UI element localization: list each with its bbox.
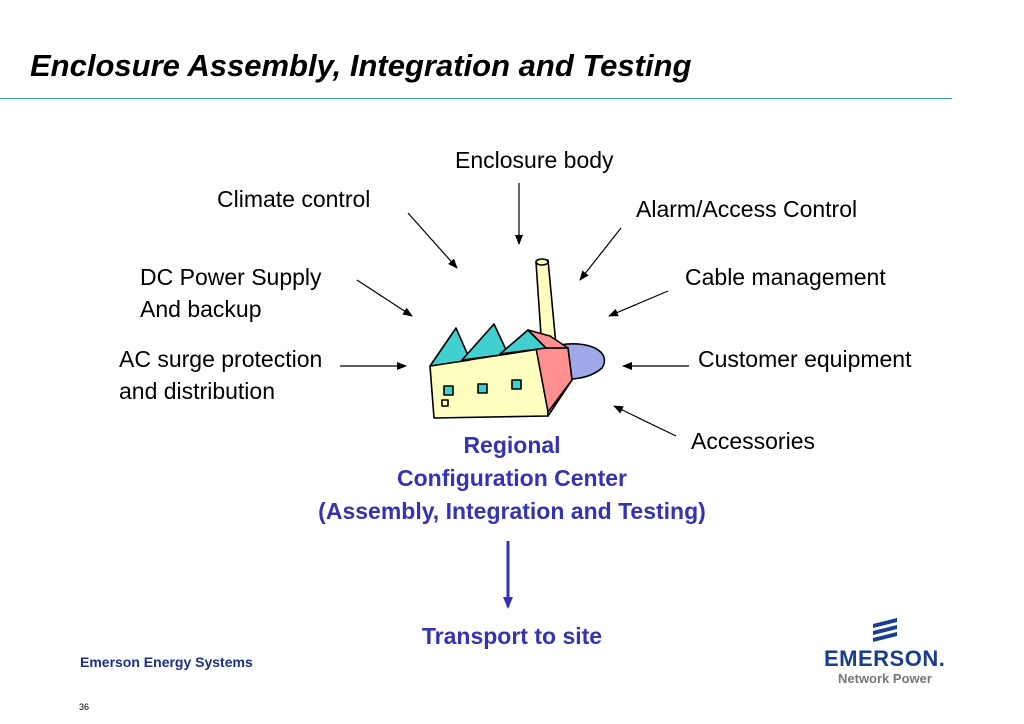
transport-to-site: Transport to site [421,623,603,649]
emerson-logo-subtitle: Network Power [838,671,932,686]
center-configuration-center: Configuration Center [397,465,627,491]
arrow-climate-control [407,212,458,269]
slide-title: Enclosure Assembly, Integration and Test… [30,48,692,83]
arrow-alarm-access [579,227,622,281]
page-number: 36 [79,702,90,712]
emerson-logo-mark [873,618,897,642]
arrow-dc-power [356,279,413,317]
emerson-logo-text: EMERSON. [824,646,946,671]
label-accessories: Accessories [691,428,815,454]
title-divider [0,98,952,99]
label-customer-equipment: Customer equipment [698,346,912,372]
arrow-cable-management [608,290,669,317]
factory-icon [429,258,605,419]
label-dc-power-supply: DC Power Supply [140,264,322,290]
label-alarm-access-control: Alarm/Access Control [636,196,858,222]
footer-company: Emerson Energy Systems [80,654,253,670]
label-climate-control: Climate control [217,186,371,212]
label-enclosure-body: Enclosure body [455,147,614,173]
center-regional: Regional [463,432,561,458]
label-ac-surge-protection: AC surge protection [119,346,323,372]
label-and-distribution: and distribution [119,378,275,404]
label-cable-management: Cable management [685,264,886,290]
center-assembly-integration-testing: (Assembly, Integration and Testing) [318,498,706,524]
arrow-accessories [613,405,677,437]
label-and-backup: And backup [140,296,262,322]
